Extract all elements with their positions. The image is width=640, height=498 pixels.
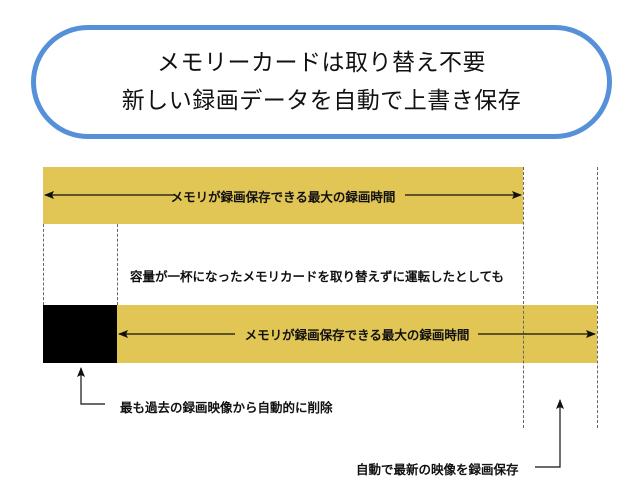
deleted-oldest-segment — [43, 305, 117, 363]
title-banner: メモリーカードは取り替え不要 新しい録画データを自動で上書き保存 — [31, 25, 612, 139]
deleted-note: 最も過去の録画映像から自動的に削除 — [120, 400, 333, 415]
saved-callout-arrow — [535, 399, 564, 468]
max-recording-time-bar-bottom: メモリが録画保存できる最大の録画時間 — [117, 305, 597, 363]
guide-line-right-inner — [523, 167, 524, 428]
title-line-2: 新しい録画データを自動で上書き保存 — [121, 88, 522, 114]
max-recording-time-bar-top: メモリが録画保存できる最大の録画時間 — [43, 167, 523, 224]
saved-note: 自動で最新の映像を録画保存 — [356, 462, 519, 477]
guide-line-right-outer — [597, 167, 598, 428]
deleted-callout-arrow — [77, 367, 105, 405]
guide-line-left-inner — [117, 224, 118, 305]
bar-top-label: メモリが録画保存できる最大の録画時間 — [170, 189, 396, 204]
title-line-1: メモリーカードは取り替え不要 — [157, 50, 486, 76]
bar-bottom-label: メモリが録画保存できる最大の録画時間 — [244, 327, 470, 343]
full-card-note: 容量が一杯になったメモリカードを取り替えずに運転したとしても — [130, 269, 505, 284]
guide-line-left-outer — [43, 224, 44, 305]
